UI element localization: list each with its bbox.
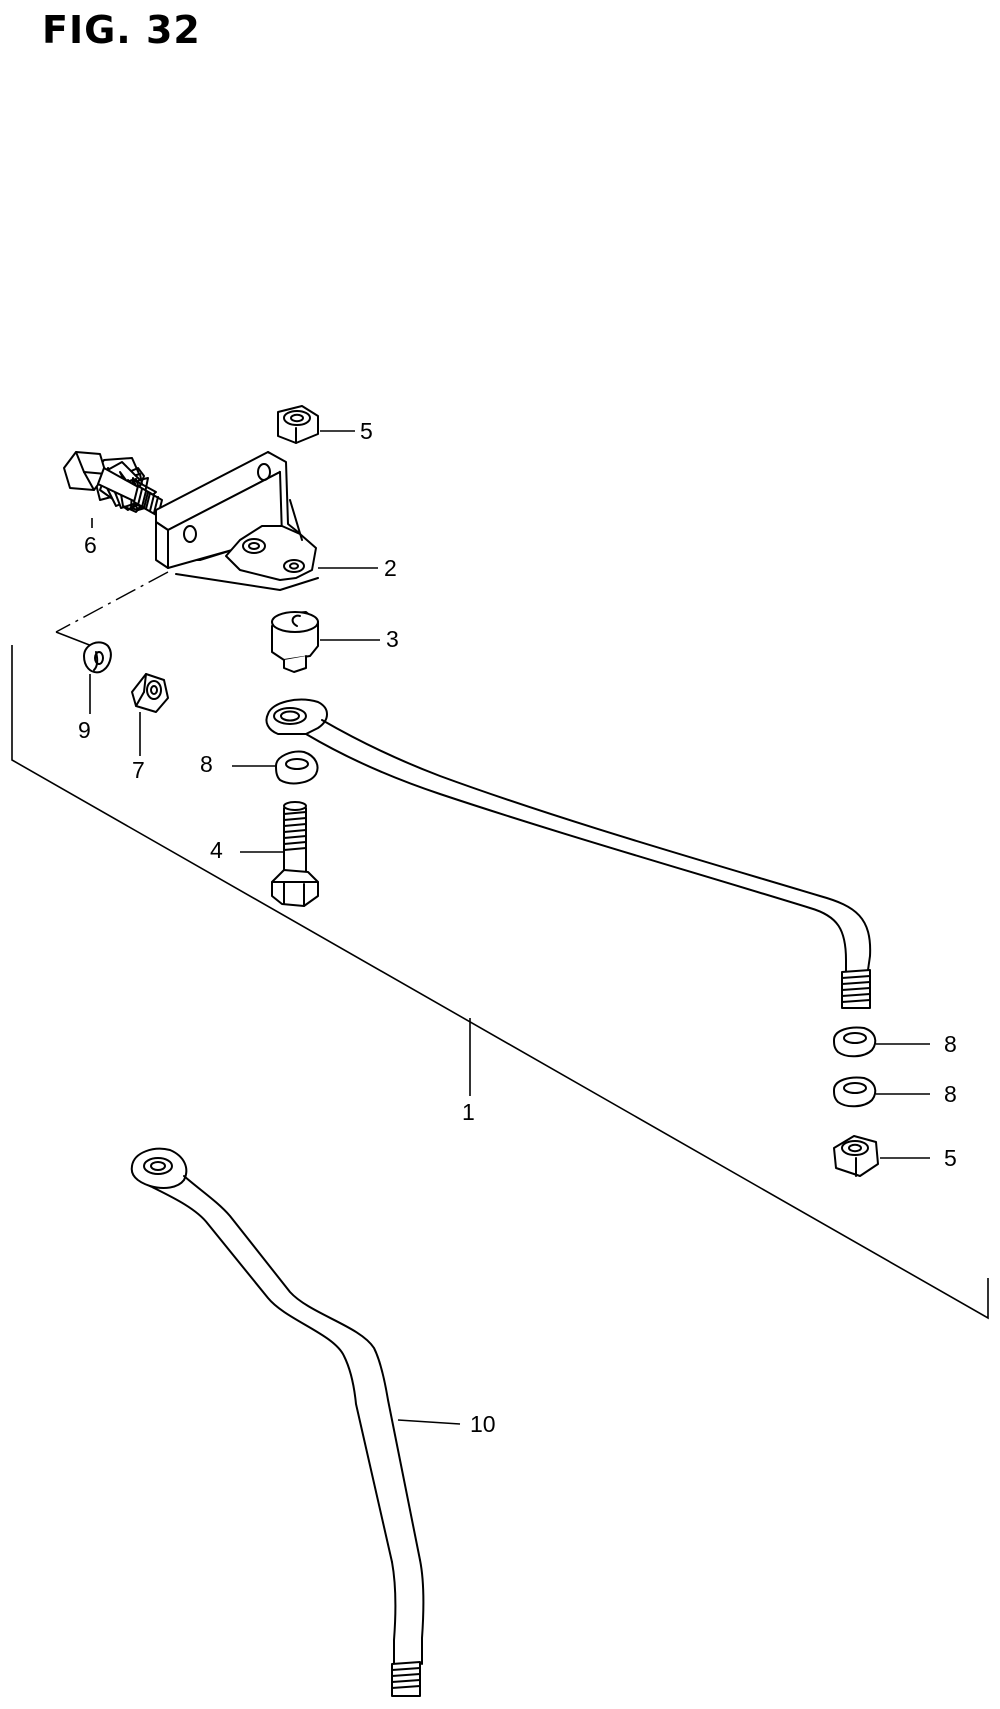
part-bolt-long (63, 451, 163, 528)
part-control-rod-main (265, 698, 872, 1096)
callout-label-8-right-2: 8 (944, 1081, 957, 1107)
callout-label-10: 10 (470, 1411, 496, 1437)
part-flat-washer-left (232, 750, 319, 785)
part-washer-small (83, 641, 112, 714)
part-flat-washer-right-2 (833, 1076, 930, 1108)
callout-label-4: 4 (210, 837, 223, 863)
callout-label-7: 7 (132, 757, 145, 783)
part-bolt-vertical (240, 801, 319, 907)
part-hex-nut-small (131, 673, 169, 756)
callout-label-5-top: 5 (360, 418, 373, 444)
callout-label-3: 3 (386, 626, 399, 652)
part-collar-sleeve (271, 611, 380, 673)
figure-title: FIG. 32 (42, 8, 201, 52)
centerline-dashed (55, 571, 169, 633)
assembly-group-bracket (11, 645, 989, 1320)
callout-label-2: 2 (384, 555, 397, 581)
part-mounting-bracket (155, 451, 378, 591)
callout-label-5-bottom: 5 (944, 1145, 957, 1171)
callout-label-8-left: 8 (200, 751, 213, 777)
callout-label-8-right-1: 8 (944, 1031, 957, 1057)
callout-label-9: 9 (78, 717, 91, 743)
part-control-rod-secondary (130, 1147, 461, 1697)
part-lock-nut-top (277, 405, 355, 444)
callout-label-6: 6 (84, 532, 97, 558)
part-flat-washer-right-1 (833, 1026, 930, 1058)
callout-label-1: 1 (462, 1099, 475, 1125)
part-lock-nut-bottom (833, 1135, 930, 1177)
centerline-tail (55, 631, 93, 647)
